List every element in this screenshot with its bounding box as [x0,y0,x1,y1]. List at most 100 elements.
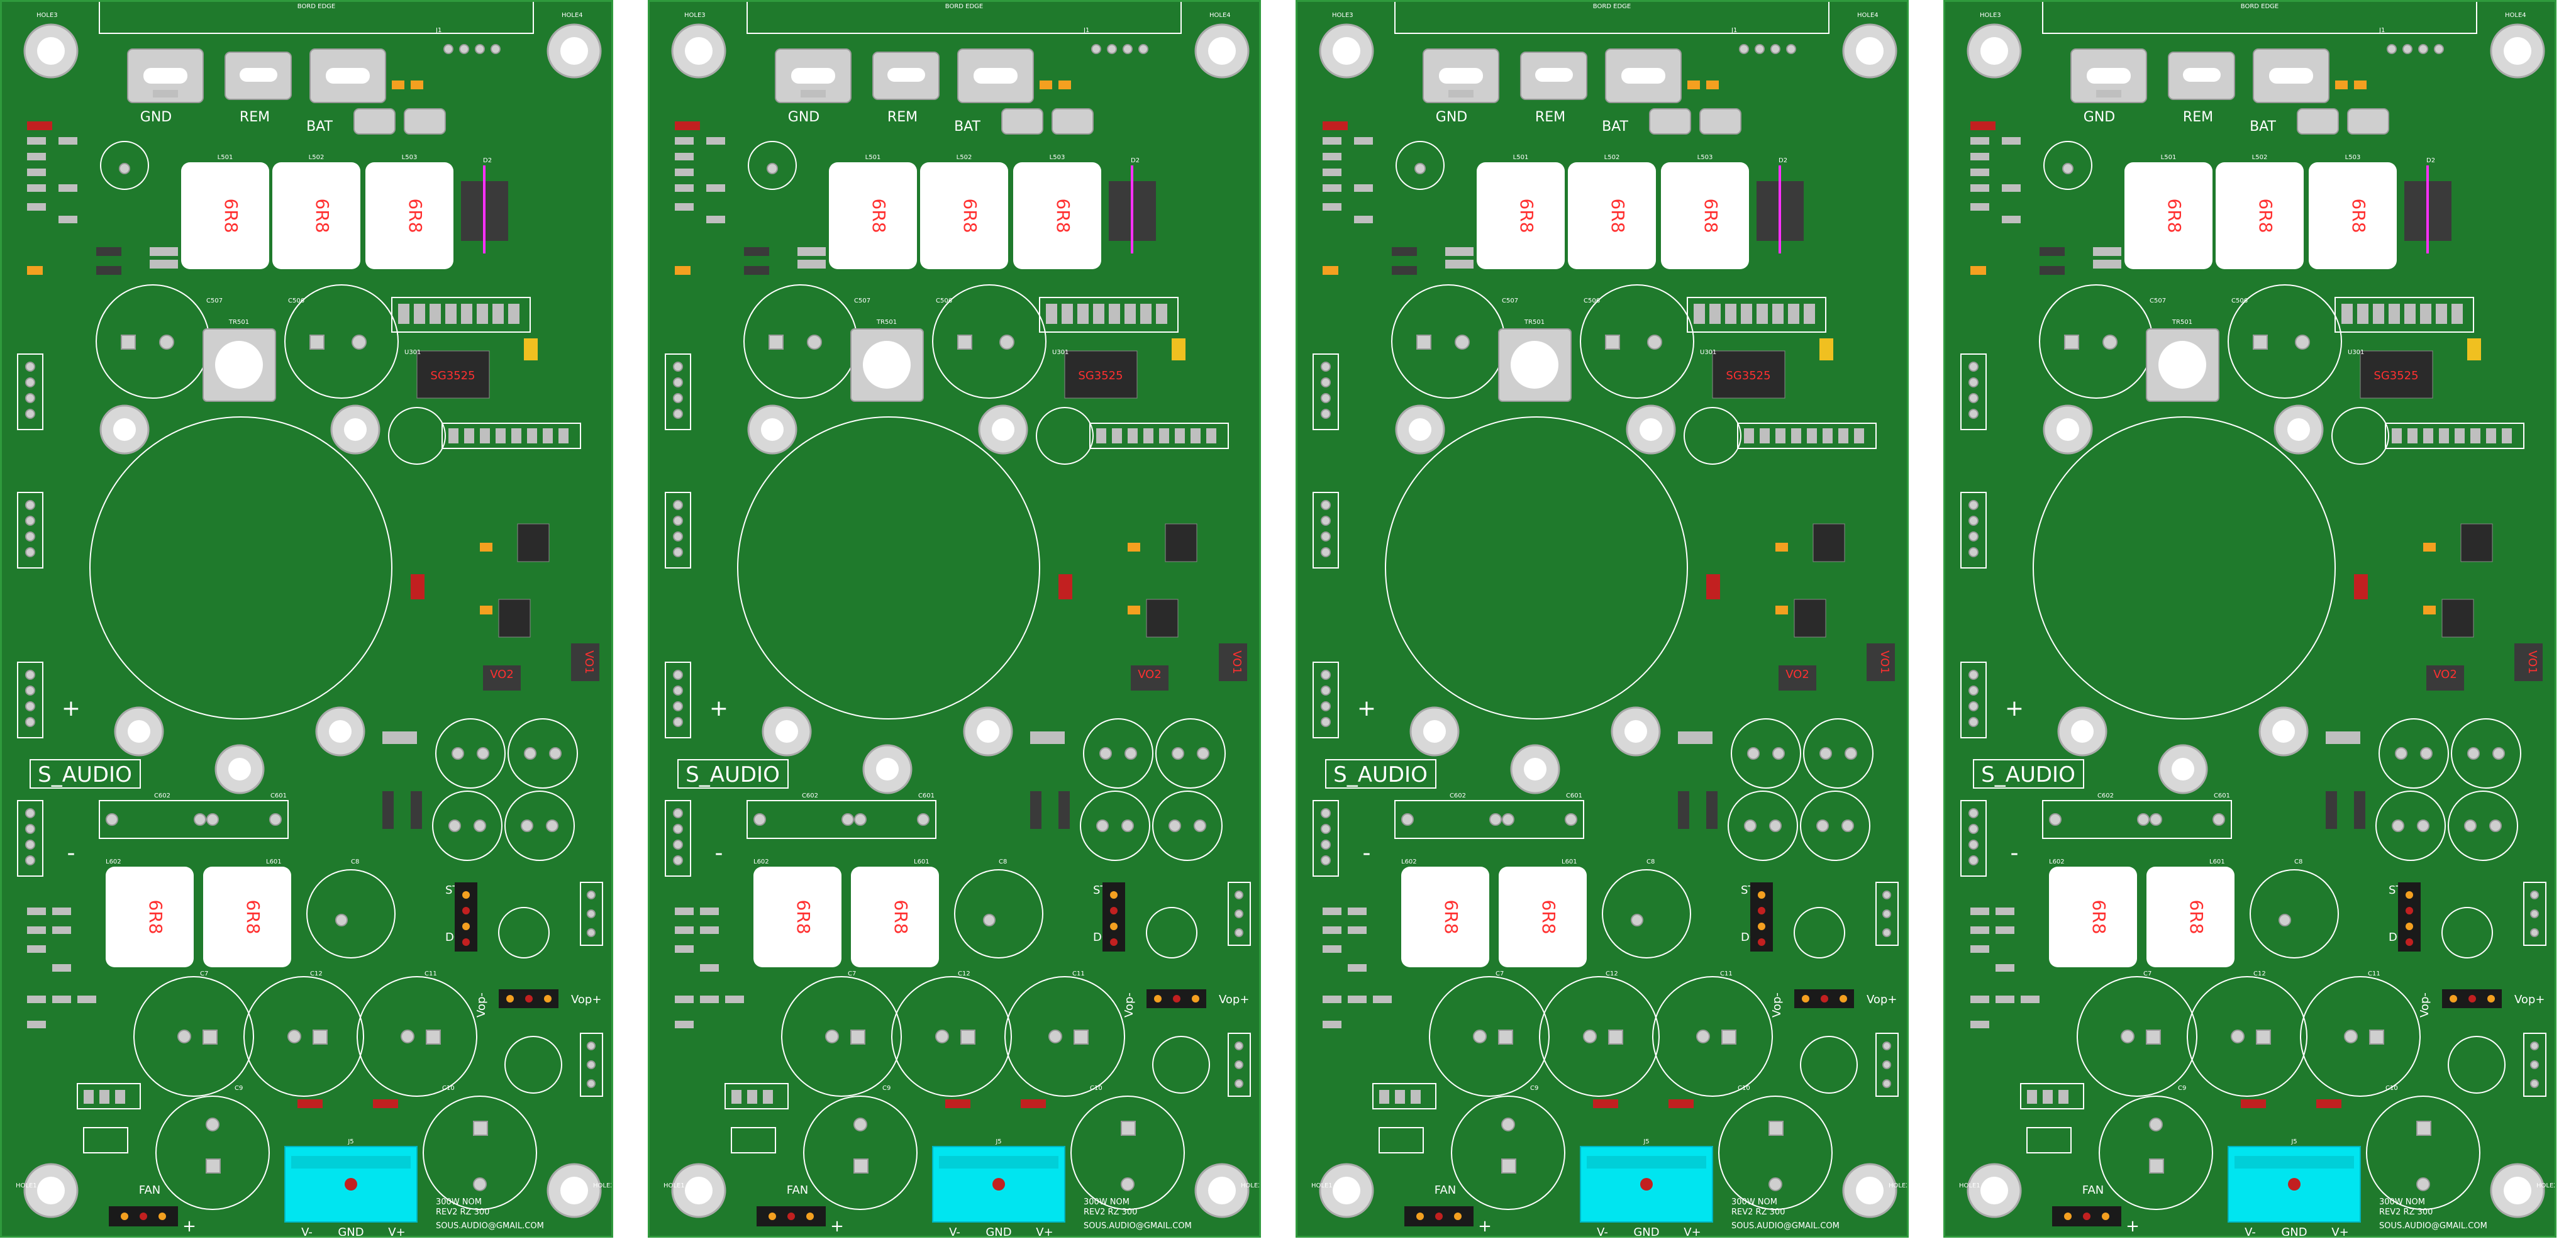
vo1-label: VO1 [1878,650,1891,674]
vo2-label: VO2 [490,668,514,681]
c10-label: C10 [442,1085,455,1092]
inductor-l502: 6R8 L502 [2216,154,2304,269]
smd-cluster-top-left [1970,81,2367,275]
board-edge-label: BORD EDGE [1593,3,1631,10]
gnd-label: GND [140,109,172,125]
cap-c10-outline [423,1096,537,1210]
hole2-label: HOLE2 [1889,1182,1909,1189]
terminal-gnd: GND [2070,48,2147,125]
c8-label: C8 [2294,858,2302,865]
cap-c9-outline [2099,1096,2213,1210]
cap-c10-outline [2366,1096,2480,1210]
header-j1: J1 [2379,27,2444,54]
vo1-label: VO1 [2526,650,2539,674]
left-edge-connectors [1313,353,1339,877]
header-vop [499,989,558,1008]
inductor-l501: 6R8 L501 [181,154,269,269]
vop-minus-label: Vop- [1123,992,1136,1018]
board-artwork: BORD EDGE HOLE3 HOLE4 HOLE1 HOLE2 GND RE… [663,2,1261,1236]
inductor-l503: 6R8 L503 [1013,154,1101,269]
hole3-label: HOLE3 [1980,12,2001,19]
header-u701 [580,882,603,946]
l503-ref: L503 [402,154,418,161]
hole2-label: HOLE2 [593,1182,613,1189]
hole1: HOLE1 [1959,1163,2022,1218]
transformer-tr501: TR501 [1498,319,1572,402]
minus-marker: - [715,840,723,866]
c12-label: C12 [1606,970,1618,977]
cap-c709-outline [2441,907,2493,958]
cap-c103-outline [1684,407,1741,465]
bat-label: BAT [306,119,333,135]
l502-value: 6R8 [2255,198,2276,233]
c8-label: C8 [351,858,359,865]
terminal-bat: BAT [2250,48,2329,135]
brand-box [1325,759,1436,789]
l503-value: 6R8 [2348,198,2369,233]
bulk-caps-row: C7 C12 C11 [781,970,1125,1097]
bulk-caps-row: C7 C12 C11 [1429,970,1773,1097]
board-artwork: BORD EDGE HOLE3 HOLE4 HOLE1 HOLE2 GND RE… [16,2,613,1236]
inductor-l602: 6R8 L602 [753,858,841,967]
brand-box [677,759,789,789]
c506-label: C506 [1584,297,1600,304]
connector-j5: J5 [1580,1138,1713,1223]
board-edge-label: BORD EDGE [2241,3,2279,10]
terminal-bat: BAT [1602,48,1682,135]
v-plus-label: V+ [2331,1226,2348,1238]
cap-c103-outline [2331,407,2389,465]
l602-ref: L602 [753,858,769,865]
d2-label: D2 [1131,157,1140,164]
terminal-rem: REM [225,52,292,125]
ic-u301: SG3525 U301 [1052,338,1185,399]
resistor-bank-upper-right [2334,297,2474,333]
c8-label: C8 [1646,858,1655,865]
l602-value: 6R8 [1441,899,1462,934]
hole2-label: HOLE2 [1241,1182,1261,1189]
l602-ref: L602 [106,858,121,865]
header-fan [2052,1206,2121,1226]
resistor-bank-upper-right [1687,297,1826,333]
brand-logo: S_AUDIO [1333,762,1428,787]
c7-label: C7 [200,970,208,977]
l501-value: 6R8 [1516,198,1537,233]
hole4-label: HOLE4 [2505,12,2526,19]
cap-c709-outline [498,907,550,958]
cap-c507-outline [2039,284,2153,399]
c507-label: C507 [854,297,870,304]
hole2: HOLE2 [2490,1163,2557,1218]
hole2: HOLE2 [1842,1163,1909,1218]
board-edge-outline [2042,2,2477,34]
l602-value: 6R8 [145,899,166,934]
inductor-l601: 6R8 L601 [2146,858,2235,967]
hole1: HOLE1 [663,1163,726,1218]
fan-label: FAN [1435,1184,1456,1197]
hole4: HOLE4 [1194,12,1250,79]
header-u701 [2523,882,2546,946]
inductor-l501: 6R8 L501 [1477,154,1565,269]
l602-value: 6R8 [793,899,814,934]
connector-j5: J5 [2228,1138,2361,1223]
plus-marker-fan: + [1478,1217,1492,1236]
l602-value: 6R8 [2089,899,2109,934]
vo1-label: VO1 [582,650,596,674]
cap-c716-outline [504,1036,562,1094]
plus-marker-top: + [709,696,728,721]
big-cap-outline [1385,416,1688,719]
power-rating: 300W NOM [2379,1197,2425,1207]
u301-label: U301 [404,349,421,356]
hole2-label: HOLE2 [2536,1182,2557,1189]
rem-label: REM [2183,109,2213,125]
svg-text:SG3525: SG3525 [430,369,475,382]
board-edge-outline [1394,2,1829,34]
l502-value: 6R8 [960,198,980,233]
l501-ref: L501 [865,154,881,161]
c507-label: C507 [2150,297,2166,304]
u301-label: U301 [2348,349,2364,356]
inductor-l503: 6R8 L503 [1661,154,1749,269]
rem-label: REM [1535,109,1565,125]
smd-cluster-mid-right [1058,423,1247,681]
header-fan [757,1206,826,1226]
v-minus-label: V- [1597,1226,1608,1238]
